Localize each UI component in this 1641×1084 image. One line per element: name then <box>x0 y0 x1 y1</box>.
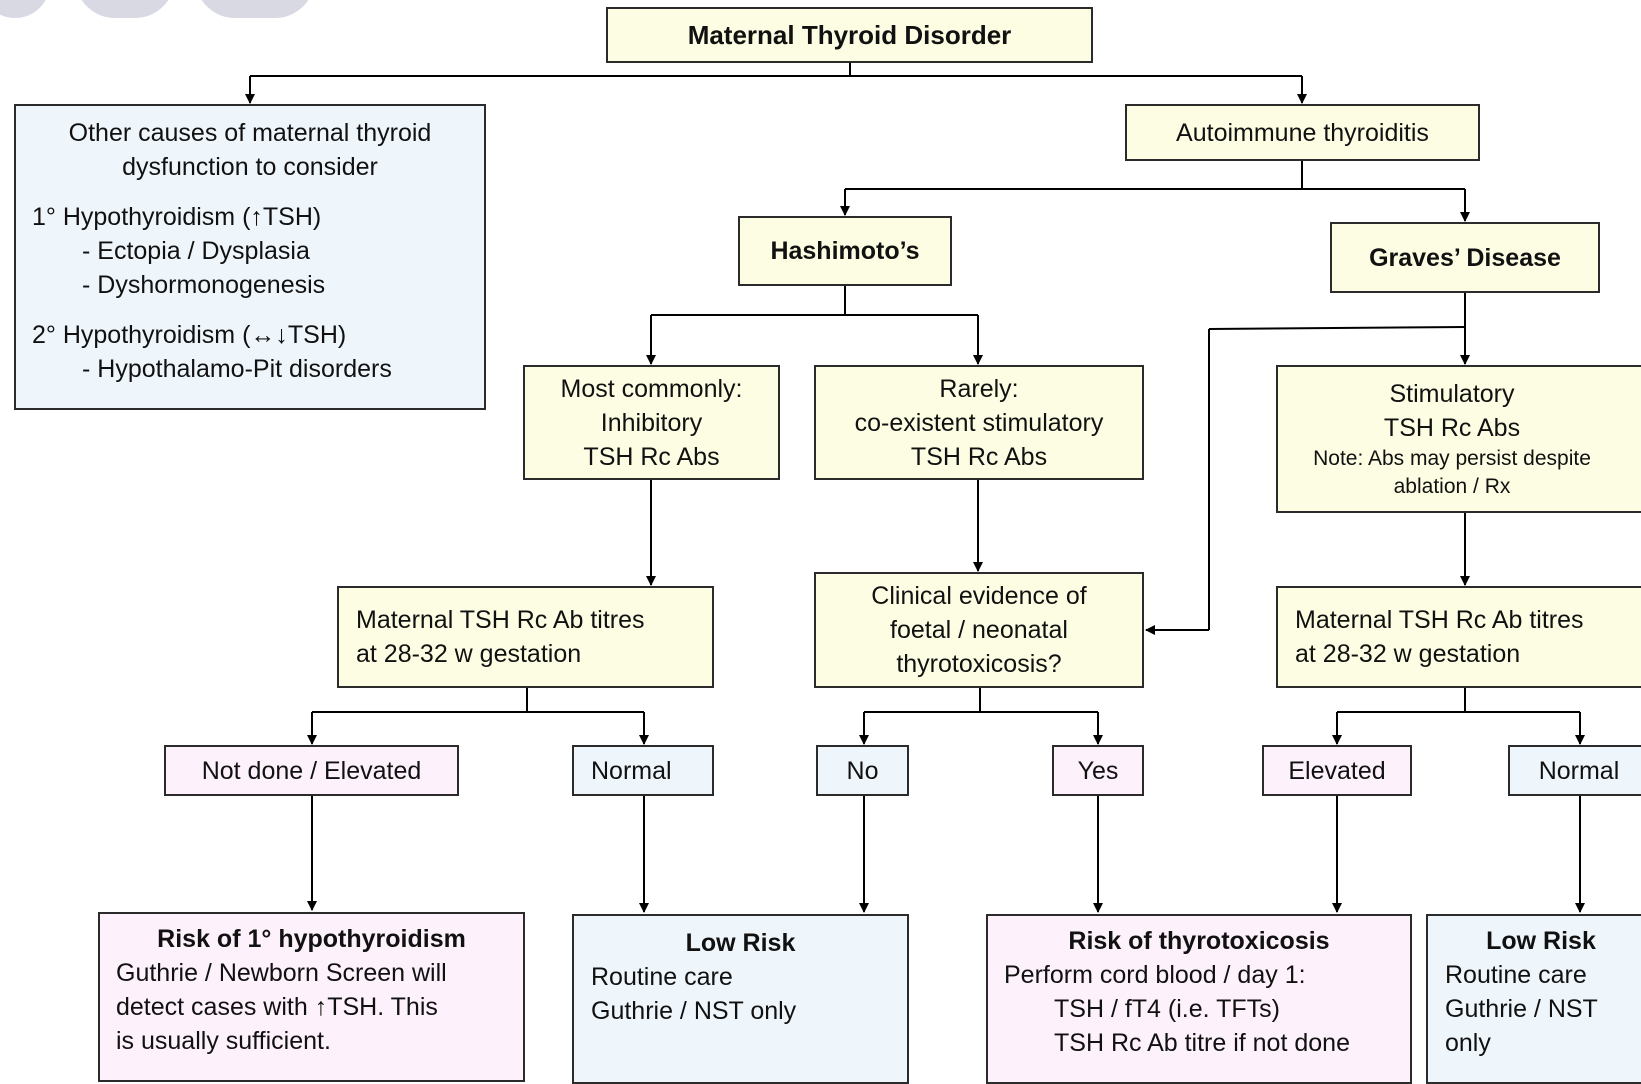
most-commonly-line: Inhibitory <box>600 408 703 437</box>
branch-label: Not done / Elevated <box>201 756 422 785</box>
outcome-low-risk-2-box: Low Risk Routine care Guthrie / NST only <box>1426 914 1641 1084</box>
logo-fragment-mid <box>75 0 175 18</box>
secondary-hypothyroidism: 2° Hypothyroidism (↔↓TSH) <box>32 321 347 349</box>
rarely-line: TSH Rc Abs <box>910 442 1048 471</box>
autoimmune-label: Autoimmune thyroiditis <box>1176 118 1429 147</box>
outcome-line: Perform cord blood / day 1: <box>1004 961 1306 989</box>
diagram-title: Maternal Thyroid Disorder <box>687 20 1012 50</box>
stimulatory-line: TSH Rc Abs <box>1383 414 1521 442</box>
hashimotos-box: Hashimoto’s <box>738 216 952 286</box>
stimulatory-note: ablation / Rx <box>1393 475 1511 498</box>
outcome-hypothyroidism-box: Risk of 1° hypothyroidism Guthrie / Newb… <box>98 912 525 1082</box>
branch-yes: Yes <box>1052 745 1144 796</box>
branch-normal-right: Normal <box>1508 745 1641 796</box>
outcome-low-risk-1-box: Low Risk Routine care Guthrie / NST only <box>572 914 909 1084</box>
branch-not-done-elevated: Not done / Elevated <box>164 745 459 796</box>
branch-label: Yes <box>1077 756 1119 785</box>
stimulatory-box: Stimulatory TSH Rc Abs Note: Abs may per… <box>1276 365 1641 513</box>
other-causes-box: Other causes of maternal thyroid dysfunc… <box>14 104 486 410</box>
clinical-line: foetal / neonatal <box>890 616 1068 644</box>
outcome-line: Routine care <box>591 963 733 991</box>
rarely-line: co-existent stimulatory <box>854 408 1104 437</box>
other-causes-heading-2: dysfunction to consider <box>122 153 378 181</box>
outcome-title: Risk of 1° hypothyroidism <box>157 925 466 953</box>
graves-box: Graves’ Disease <box>1330 222 1600 293</box>
clinical-line: Clinical evidence of <box>871 582 1087 610</box>
branch-normal-left: Normal <box>572 745 714 796</box>
branch-elevated: Elevated <box>1262 745 1412 796</box>
graves-label: Graves’ Disease <box>1369 243 1561 272</box>
most-commonly-line: TSH Rc Abs <box>583 442 720 471</box>
titres-left-line: Maternal TSH Rc Ab titres <box>356 606 645 634</box>
stimulatory-note: Note: Abs may persist despite <box>1313 447 1591 470</box>
branch-label: No <box>846 756 879 785</box>
outcome-line: TSH Rc Ab titre if not done <box>1054 1029 1350 1057</box>
branch-no: No <box>816 745 909 796</box>
secondary-item: - Hypothalamo-Pit disorders <box>82 355 392 383</box>
clinical-box: Clinical evidence of foetal / neonatal t… <box>814 572 1144 688</box>
rarely-line: Rarely: <box>939 374 1019 403</box>
clinical-line: thyrotoxicosis? <box>896 650 1062 678</box>
outcome-line: only <box>1445 1029 1491 1057</box>
outcome-title: Low Risk <box>685 929 796 957</box>
stimulatory-line: Stimulatory <box>1389 380 1515 408</box>
outcome-line: TSH / fT4 (i.e. TFTs) <box>1054 995 1280 1023</box>
outcome-line: Guthrie / Newborn Screen will <box>116 959 447 987</box>
other-causes-heading-1: Other causes of maternal thyroid <box>68 119 432 147</box>
outcome-thyrotoxicosis-box: Risk of thyrotoxicosis Perform cord bloo… <box>986 914 1412 1084</box>
titres-right-line: at 28-32 w gestation <box>1295 640 1521 668</box>
title-box: Maternal Thyroid Disorder <box>606 7 1093 63</box>
titres-right-box: Maternal TSH Rc Ab titres at 28-32 w ges… <box>1276 586 1641 688</box>
titres-left-box: Maternal TSH Rc Ab titres at 28-32 w ges… <box>337 586 714 688</box>
hashimotos-label: Hashimoto’s <box>770 237 920 265</box>
most-commonly-line: Most commonly: <box>560 374 743 403</box>
branch-label: Normal <box>591 756 672 785</box>
outcome-title: Risk of thyrotoxicosis <box>1068 927 1330 955</box>
branch-label: Elevated <box>1288 756 1386 785</box>
most-commonly-box: Most commonly: Inhibitory TSH Rc Abs <box>523 365 780 480</box>
outcome-title: Low Risk <box>1486 927 1596 955</box>
logo-fragment-right <box>195 0 315 18</box>
outcome-line: Guthrie / NST <box>1445 995 1598 1023</box>
branch-label: Normal <box>1538 756 1620 785</box>
titres-left-line: at 28-32 w gestation <box>356 640 582 668</box>
titres-right-line: Maternal TSH Rc Ab titres <box>1295 606 1584 634</box>
autoimmune-box: Autoimmune thyroiditis <box>1125 104 1480 161</box>
rarely-box: Rarely: co-existent stimulatory TSH Rc A… <box>814 365 1144 480</box>
primary-hypothyroidism: 1° Hypothyroidism (↑TSH) <box>32 203 322 231</box>
outcome-line: Guthrie / NST only <box>591 997 797 1025</box>
primary-item: - Ectopia / Dysplasia <box>82 237 310 265</box>
outcome-line: Routine care <box>1445 961 1587 989</box>
primary-item: - Dyshormonogenesis <box>82 271 326 299</box>
outcome-line: detect cases with ↑TSH. This <box>116 993 438 1021</box>
outcome-line: is usually sufficient. <box>116 1027 331 1055</box>
